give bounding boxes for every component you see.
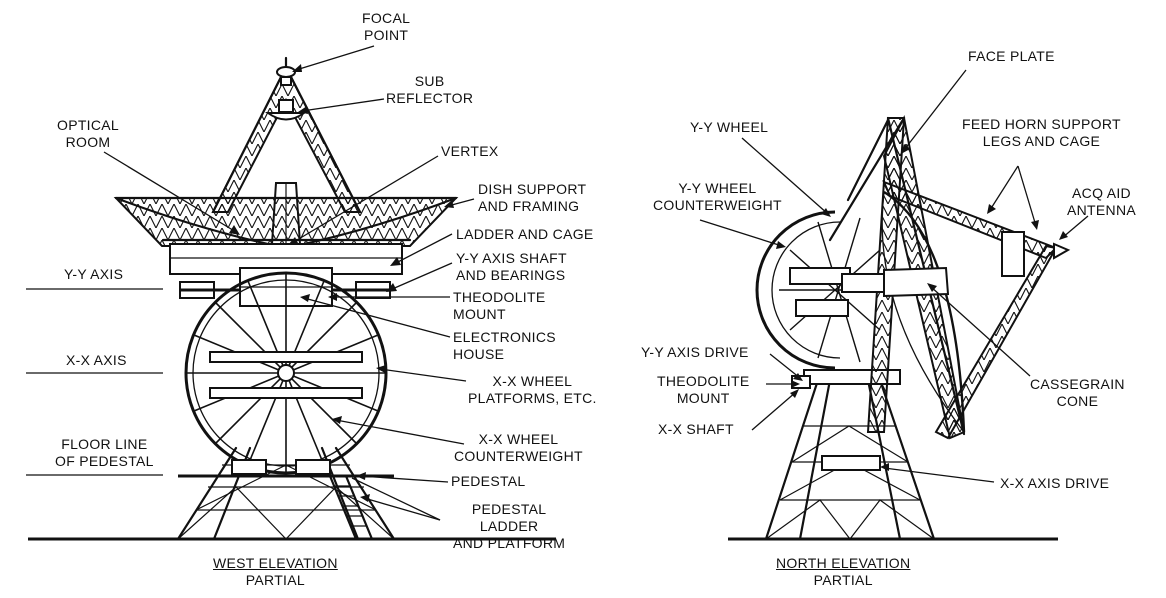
label-xx-axis: X-X AXIS <box>66 352 127 368</box>
label-xx-shaft: X-X SHAFT <box>658 421 734 437</box>
acq-aid-antenna <box>1053 242 1071 260</box>
label-yy-drive: Y-Y AXIS DRIVE <box>641 344 749 360</box>
pedestal-ladder <box>328 474 374 541</box>
xx-wheel <box>184 271 388 475</box>
north-pedestal <box>764 369 936 541</box>
west-elevation-drawing <box>26 45 556 541</box>
label-yy-wheel: Y-Y WHEEL <box>690 119 769 135</box>
yy-wheel-assembly <box>755 210 881 370</box>
label-pedestal: PEDESTAL <box>451 473 526 489</box>
west-leader-lines <box>103 45 475 521</box>
label-ladder-cage: LADDER AND CAGE <box>456 226 594 242</box>
feed-horn-legs <box>882 180 1058 440</box>
cassegrain-cone <box>841 266 950 298</box>
pedestal-frame <box>176 446 396 541</box>
focal-point-tip <box>276 56 296 86</box>
label-yy-axis: Y-Y AXIS <box>64 266 124 282</box>
label-face-plate: FACE PLATE <box>968 48 1055 64</box>
dish-framing <box>113 196 459 275</box>
axis-reference-lines <box>26 288 163 476</box>
label-vertex: VERTEX <box>441 143 499 159</box>
label-xx-drive: X-X AXIS DRIVE <box>1000 475 1110 491</box>
north-elevation-drawing <box>699 69 1089 541</box>
north-leader-lines <box>699 69 1089 483</box>
